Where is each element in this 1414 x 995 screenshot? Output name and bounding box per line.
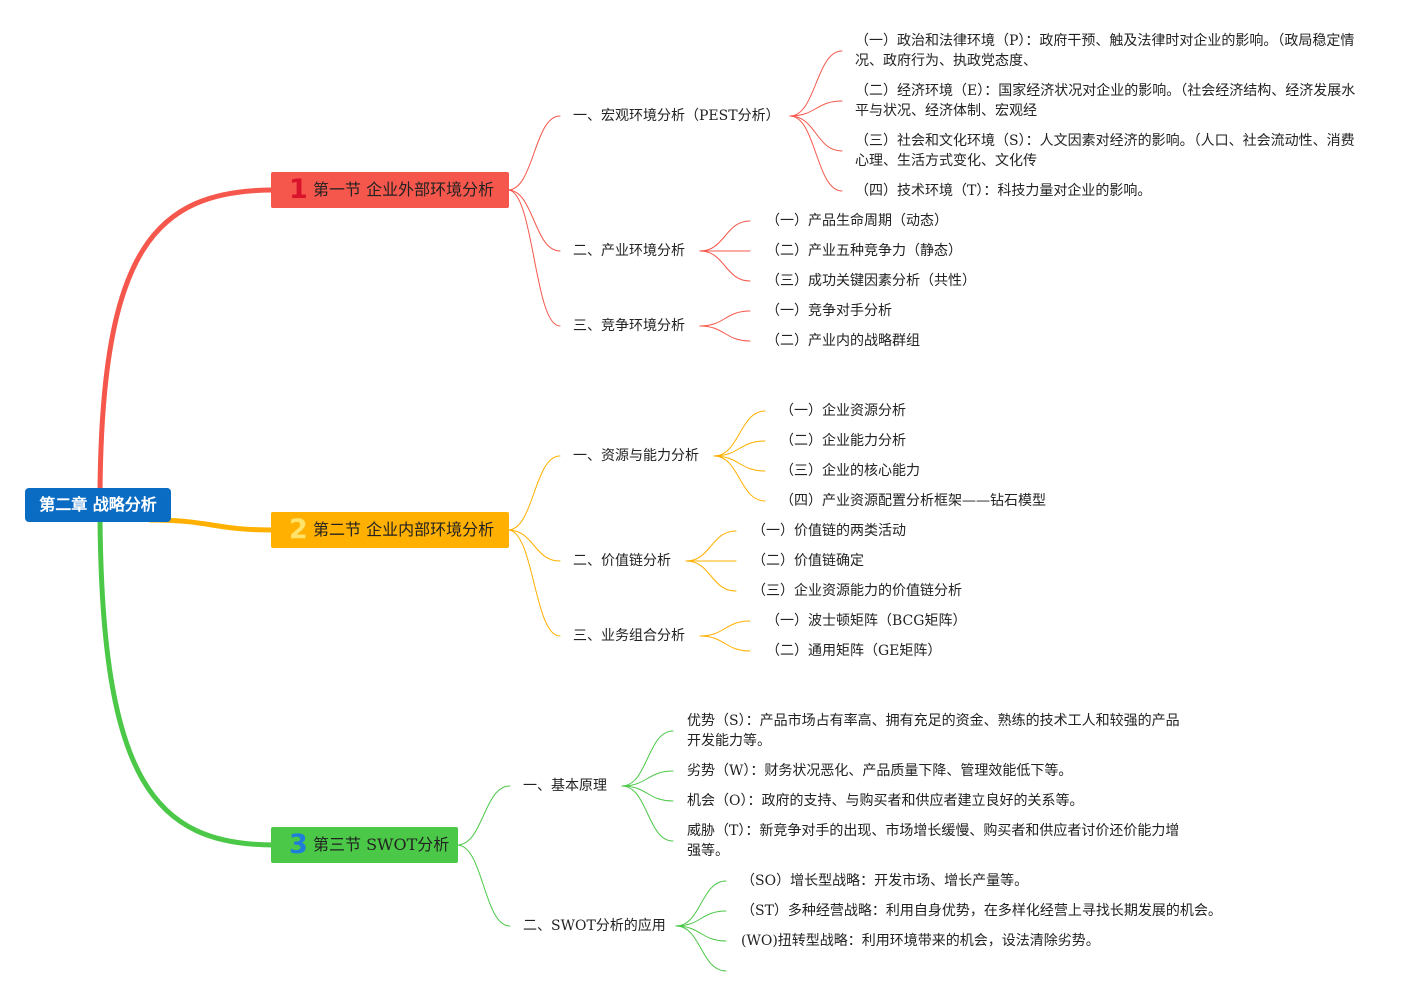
branch-node-1-2[interactable]: 二、产业环境分析 [573, 243, 685, 259]
section-number-2: 2 [289, 514, 308, 545]
connector-leaf-1-3 [789, 115, 843, 152]
leaf-node-2-1-1[interactable]: （一）企业资源分析 [780, 403, 906, 419]
connector-leaf-3-1 [699, 310, 751, 327]
connector-section-2-branch-2 [507, 529, 561, 562]
connector-leaf-4-4 [713, 455, 766, 502]
section-label-2: 第二节 企业内部环境分析 [313, 520, 495, 539]
root-node[interactable]: 第二章 战略分析 [25, 488, 171, 522]
leaf-node-2-1-4[interactable]: （四）产业资源配置分析框架——钻石模型 [780, 493, 1046, 509]
leaf-node-2-1-2[interactable]: （二）企业能力分析 [780, 433, 906, 449]
leaf-node-2-3-2[interactable]: （二）通用矩阵（GE矩阵） [766, 643, 942, 659]
branch-node-1-1[interactable]: 一、宏观环境分析（PEST分析） [573, 108, 780, 124]
connector-leaf-1-1 [789, 50, 843, 117]
connector-leaf-4-2 [713, 440, 766, 457]
connector-leaf-8-3 [675, 925, 727, 942]
connector-leaf-7-2 [621, 770, 674, 787]
leaf-node-3-1-4[interactable]: 威胁（T）：新竞争对手的出现、市场增长缓慢、购买者和供应者讨价还价能力增强等。 [687, 823, 1180, 859]
connector-leaf-1-4 [789, 115, 843, 192]
leaf-node-3-2-3[interactable]: (WO)扭转型战略：利用环境带来的机会，设法清除劣势。 [741, 933, 1100, 949]
leaf-node-1-3-2[interactable]: （二）产业内的战略群组 [766, 333, 920, 349]
connector-leaf-2-1 [699, 220, 751, 252]
section-node-3[interactable]: 3 第三节 SWOT分析 [271, 827, 458, 863]
connector-section-3-branch-1 [456, 785, 511, 846]
connector-section-2-branch-1 [507, 455, 561, 531]
leaf-node-1-2-3[interactable]: （三）成功关键因素分析（共性） [766, 273, 976, 289]
branch-node-3-1[interactable]: 一、基本原理 [523, 778, 607, 794]
connector-leaf-6-2 [699, 635, 751, 652]
connector-section-1-branch-2 [507, 189, 561, 252]
connector-leaf-8-2 [675, 910, 727, 927]
connector-section-1-branch-3 [507, 189, 561, 327]
leaf-node-2-1-3[interactable]: （三）企业的核心能力 [780, 463, 920, 479]
section-label-3: 第三节 SWOT分析 [313, 835, 450, 854]
section-node-1[interactable]: 1 第一节 企业外部环境分析 [271, 172, 509, 208]
section-number-1: 1 [289, 174, 308, 205]
branch-node-1-3[interactable]: 三、竞争环境分析 [573, 318, 685, 334]
connector-leaf-6-1 [699, 620, 751, 637]
section-node-2[interactable]: 2 第二节 企业内部环境分析 [271, 512, 509, 548]
leaf-node-1-3-1[interactable]: （一）竞争对手分析 [766, 303, 892, 319]
leaf-node-1-1-3[interactable]: （三）社会和文化环境（S）：人文因素对经济的影响。（人口、社会流动性、消费心理、… [855, 133, 1355, 169]
connector-section-1-branch-1 [507, 115, 561, 191]
connector-leaf-8-4 [675, 925, 727, 972]
leaf-node-1-1-4[interactable]: （四）技术环境（T）：科技力量对企业的影响。 [855, 183, 1152, 199]
leaf-node-3-1-2[interactable]: 劣势（W）：财务状况恶化、产品质量下降、管理效能低下等。 [687, 763, 1073, 779]
leaf-node-3-2-2[interactable]: （ST）多种经营战略：利用自身优势，在多样化经营上寻找长期发展的机会。 [741, 903, 1222, 919]
connector-leaf-5-3 [685, 560, 737, 592]
connector-leaf-4-1 [713, 410, 766, 457]
leaf-node-2-2-3[interactable]: （三）企业资源能力的价值链分析 [752, 583, 962, 599]
leaf-node-2-2-2[interactable]: （二）价值链确定 [752, 553, 864, 569]
leaf-node-1-1-2[interactable]: （二）经济环境（E）：国家经济状况对企业的影响。（社会经济结构、经济发展水平与状… [855, 83, 1356, 119]
leaf-node-3-1-1[interactable]: 优势（S）：产品市场占有率高、拥有充足的资金、熟练的技术工人和较强的产品开发能力… [687, 713, 1180, 749]
connector-leaf-4-3 [713, 455, 766, 472]
connector-section-2-branch-3 [507, 529, 561, 637]
leaf-node-1-2-1[interactable]: （一）产品生命周期（动态） [766, 213, 948, 229]
connector-section-3-branch-2 [456, 844, 511, 927]
leaf-node-3-2-1[interactable]: （SO）增长型战略：开发市场、增长产量等。 [741, 873, 1029, 889]
leaf-node-2-3-1[interactable]: （一）波士顿矩阵（BCG矩阵） [766, 613, 967, 629]
connector-leaf-8-1 [675, 880, 727, 927]
connector-leaf-7-3 [621, 785, 674, 802]
leaf-node-1-1-1[interactable]: （一）政治和法律环境（P）：政府干预、触及法律时对企业的影响。（政局稳定情况、政… [855, 33, 1355, 69]
leaf-node-1-2-2[interactable]: （二）产业五种竞争力（静态） [766, 243, 962, 259]
connector-leaf-2-3 [699, 250, 751, 282]
section-label-1: 第一节 企业外部环境分析 [313, 180, 495, 199]
connector-leaf-7-1 [621, 730, 674, 787]
connector-root-3 [97, 515, 277, 848]
section-number-3: 3 [289, 829, 308, 860]
connector-leaf-5-1 [685, 530, 737, 562]
leaf-node-2-2-1[interactable]: （一）价值链的两类活动 [752, 523, 906, 539]
branch-node-2-1[interactable]: 一、资源与能力分析 [573, 448, 699, 464]
connector-root-1 [97, 187, 277, 495]
branch-node-2-3[interactable]: 三、业务组合分析 [573, 628, 685, 644]
connector-leaf-3-2 [699, 325, 751, 342]
branch-node-2-2[interactable]: 二、价值链分析 [573, 553, 671, 569]
leaf-node-3-1-3[interactable]: 机会（O）：政府的支持、与购买者和供应者建立良好的关系等。 [687, 793, 1084, 809]
branch-node-3-2[interactable]: 二、SWOT分析的应用 [523, 918, 666, 934]
connector-leaf-7-4 [621, 785, 674, 842]
connector-leaf-1-2 [789, 100, 843, 117]
